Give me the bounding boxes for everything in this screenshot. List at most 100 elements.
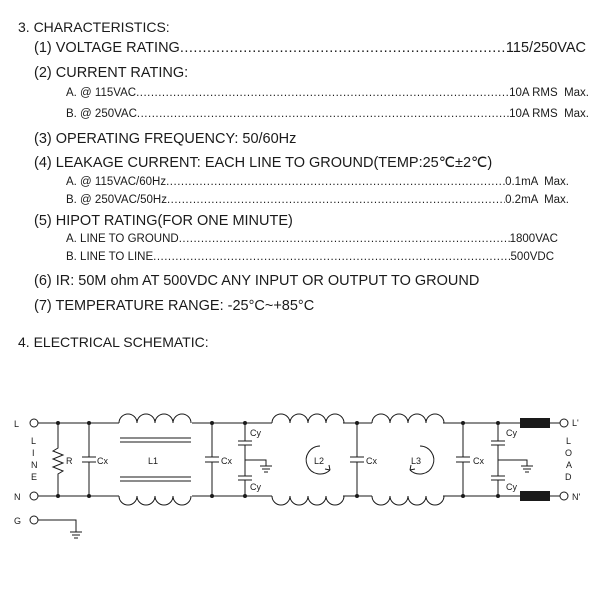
flux-arrow-l3-head bbox=[409, 464, 416, 471]
current-rating-b-row: B. @ 250VAC 10A RMS Max. bbox=[66, 108, 589, 120]
leader-dots bbox=[166, 176, 505, 188]
leader-dots bbox=[136, 87, 509, 99]
capacitor-cy1 bbox=[238, 423, 252, 460]
resistor-r bbox=[51, 423, 65, 496]
inductor-l3-top bbox=[371, 413, 445, 424]
hipot-a-label: A. LINE TO GROUND bbox=[66, 233, 179, 245]
inductor-l1-bottom bbox=[118, 495, 192, 506]
label-l3: L3 bbox=[411, 456, 421, 466]
load-side-label-1: L bbox=[566, 436, 571, 446]
ferrite-bead-n bbox=[520, 491, 550, 501]
junction-dot bbox=[461, 421, 465, 425]
label-cx2: Cx bbox=[221, 456, 232, 466]
current-rating-b-label: B. @ 250VAC bbox=[66, 108, 137, 120]
characteristics-heading: 3. CHARACTERISTICS: bbox=[18, 19, 170, 35]
leader-dots bbox=[180, 40, 506, 56]
capacitor-cx2 bbox=[205, 423, 219, 496]
terminal-label-g: G bbox=[14, 516, 21, 526]
junction-dot bbox=[87, 421, 91, 425]
hipot-b-row: B. LINE TO LINE 500VDC bbox=[66, 251, 554, 263]
capacitor-cx1 bbox=[82, 423, 96, 496]
junction-dot bbox=[496, 421, 500, 425]
junction-dot bbox=[355, 421, 359, 425]
capacitor-cy3 bbox=[491, 423, 505, 460]
load-side-label-3: A bbox=[566, 460, 572, 470]
ground-symbol-cy1 bbox=[260, 465, 272, 473]
terminal-l-out bbox=[559, 418, 569, 428]
current-rating-label: (2) CURRENT RATING: bbox=[34, 65, 189, 81]
flux-arrow-l3 bbox=[409, 445, 435, 475]
voltage-rating-value: 115/250VAC bbox=[505, 40, 586, 56]
label-cy2: Cy bbox=[250, 482, 261, 492]
line-side-label-3: N bbox=[31, 460, 38, 470]
leader-dots bbox=[179, 233, 510, 245]
voltage-rating-row: (1) VOLTAGE RATING 115/250VAC bbox=[34, 40, 586, 56]
inductor-l2-top bbox=[271, 413, 345, 424]
insulation-resistance: (6) IR: 50M ohm AT 500VDC ANY INPUT OR O… bbox=[34, 273, 480, 289]
hipot-b-label: B. LINE TO LINE bbox=[66, 251, 154, 263]
label-cy1: Cy bbox=[250, 428, 261, 438]
temperature-range: (7) TEMPERATURE RANGE: -25°C~+85°C bbox=[34, 298, 315, 314]
inductor-l1-core bbox=[120, 437, 191, 482]
label-r: R bbox=[66, 456, 73, 466]
ground-wire-cy1 bbox=[245, 459, 267, 466]
junction-dot bbox=[243, 421, 247, 425]
schematic-heading: 4. ELECTRICAL SCHEMATIC: bbox=[18, 334, 209, 350]
label-cx4: Cx bbox=[473, 456, 484, 466]
leakage-b-row: B. @ 250VAC/50Hz 0.2mA Max. bbox=[66, 194, 569, 206]
label-cy3: Cy bbox=[506, 428, 517, 438]
terminal-label-l-out: L' bbox=[572, 418, 579, 428]
inductor-l3-bottom bbox=[371, 495, 445, 506]
ground-symbol-g bbox=[70, 531, 82, 539]
terminal-g bbox=[29, 515, 39, 525]
voltage-rating-label: (1) VOLTAGE RATING bbox=[34, 40, 180, 56]
junction-dot bbox=[210, 494, 214, 498]
current-rating-a-label: A. @ 115VAC bbox=[66, 87, 137, 99]
leakage-b-value: 0.2mA Max. bbox=[505, 194, 569, 206]
hipot-a-value: 1800VAC bbox=[509, 233, 558, 245]
hipot-b-value: 500VDC bbox=[510, 251, 554, 263]
hipot-a-row: A. LINE TO GROUND 1800VAC bbox=[66, 233, 558, 245]
terminal-label-l: L bbox=[14, 419, 19, 429]
label-cy4: Cy bbox=[506, 482, 517, 492]
terminal-n-out bbox=[559, 491, 569, 501]
capacitor-cx4 bbox=[456, 423, 470, 496]
ground-wire-cy2 bbox=[498, 459, 528, 466]
operating-frequency: (3) OPERATING FREQUENCY: 50/60Hz bbox=[34, 131, 297, 147]
junction-dot bbox=[87, 494, 91, 498]
flux-arrow-l2-head bbox=[324, 464, 331, 471]
junction-dot bbox=[56, 421, 60, 425]
label-l1: L1 bbox=[148, 456, 158, 466]
current-rating-b-value: 10A RMS Max. bbox=[509, 108, 589, 120]
junction-dot bbox=[355, 494, 359, 498]
current-rating-a-row: A. @ 115VAC 10A RMS Max. bbox=[66, 87, 589, 99]
leader-dots bbox=[153, 251, 510, 263]
load-side-label-4: D bbox=[565, 472, 572, 482]
leader-dots bbox=[137, 108, 509, 120]
leakage-a-label: A. @ 115VAC/60Hz bbox=[66, 176, 167, 188]
terminal-label-n-out: N' bbox=[572, 492, 580, 502]
line-side-label-4: E bbox=[31, 472, 37, 482]
terminal-n bbox=[29, 491, 39, 501]
ground-wire bbox=[38, 519, 77, 532]
junction-dot bbox=[496, 494, 500, 498]
ferrite-bead-l bbox=[520, 418, 550, 428]
junction-dot bbox=[210, 421, 214, 425]
leakage-b-label: B. @ 250VAC/50Hz bbox=[66, 194, 167, 206]
line-side-label-1: L bbox=[31, 436, 36, 446]
leakage-a-value: 0.1mA Max. bbox=[505, 176, 569, 188]
line-side-label-2: I bbox=[32, 448, 35, 458]
flux-arrow-l2 bbox=[305, 445, 331, 475]
junction-dot bbox=[243, 494, 247, 498]
terminal-label-n: N bbox=[14, 492, 21, 502]
load-side-label-2: O bbox=[565, 448, 572, 458]
inductor-l1-top bbox=[118, 413, 192, 424]
current-rating-a-value: 10A RMS Max. bbox=[509, 87, 589, 99]
junction-dot bbox=[461, 494, 465, 498]
junction-dot bbox=[56, 494, 60, 498]
leakage-current-label: (4) LEAKAGE CURRENT: EACH LINE TO GROUND… bbox=[34, 155, 493, 171]
label-cx3: Cx bbox=[366, 456, 377, 466]
label-cx1: Cx bbox=[97, 456, 108, 466]
electrical-schematic: L N G L' N' L I N E L O A D R Cx L1 Cx C… bbox=[14, 413, 580, 539]
hipot-rating-label: (5) HIPOT RATING(FOR ONE MINUTE) bbox=[34, 213, 293, 229]
